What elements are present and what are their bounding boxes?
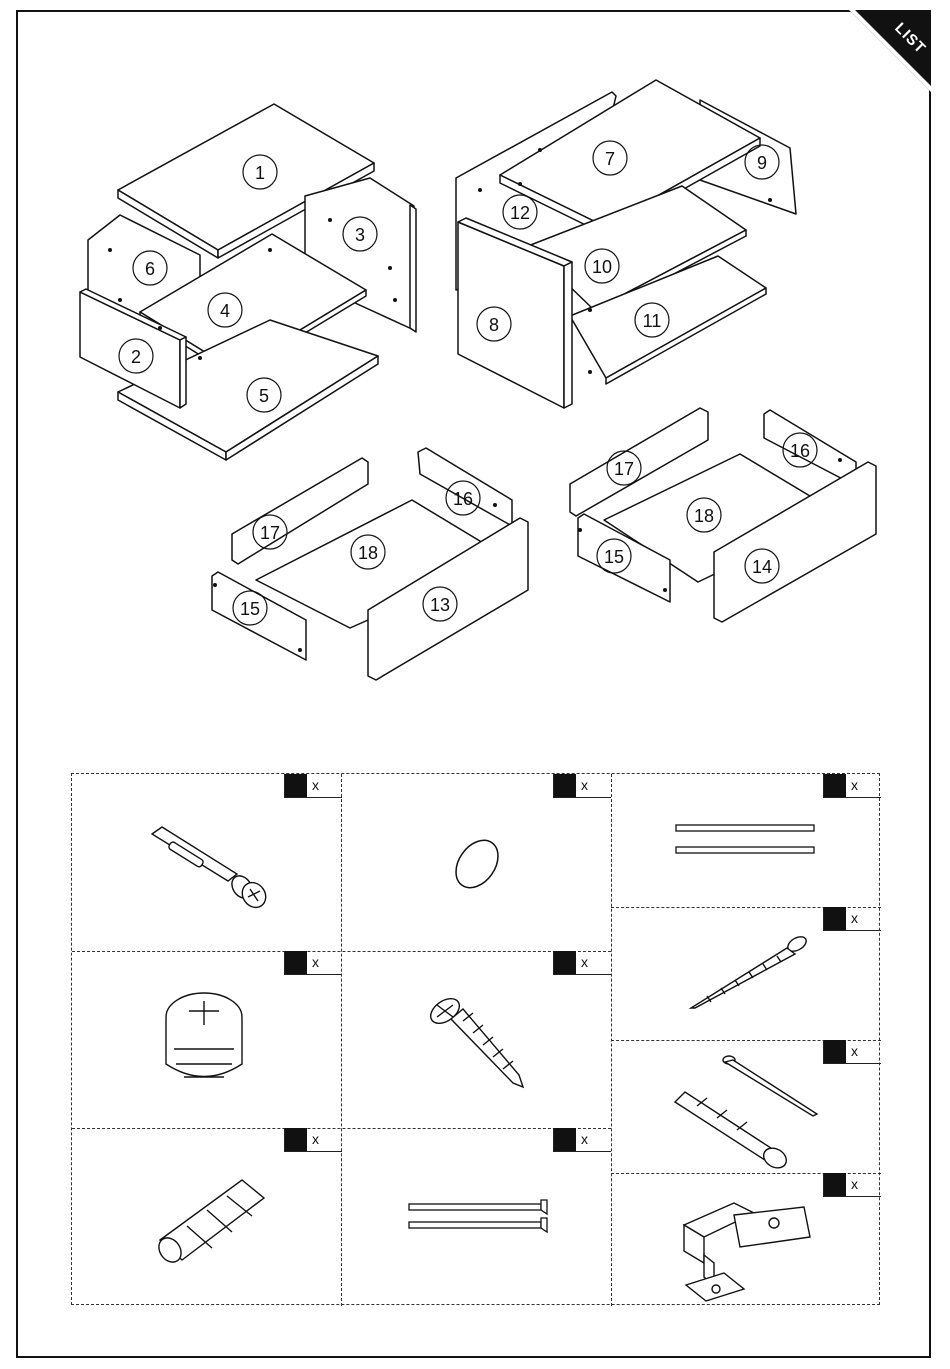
quantity-badge: x <box>823 907 881 931</box>
quantity-badge: x <box>823 774 881 798</box>
label-drawer-b-18: 18 <box>694 506 714 526</box>
label-panel-9: 9 <box>757 153 767 173</box>
label-drawer-a-18: 18 <box>358 543 378 563</box>
hardware-cell-washer-ring: x <box>342 774 611 951</box>
label-panel-11: 11 <box>643 311 662 331</box>
screw-icon <box>687 932 817 1017</box>
label-panel-10: 10 <box>592 257 612 277</box>
wall-plug-icon <box>667 1052 827 1170</box>
quantity-badge: x <box>284 774 342 798</box>
hardware-cell-cam-bolt: x <box>72 774 342 951</box>
dowel-icon <box>152 1168 272 1268</box>
label-drawer-a-15: 15 <box>240 599 260 619</box>
label-panel-6: 6 <box>145 259 155 279</box>
label-panel-4: 4 <box>220 301 230 321</box>
assembly-drawings: 1 2 3 4 5 6 7 8 9 10 11 12 13 14 15 16 1… <box>0 0 950 760</box>
label-panel-7: 7 <box>605 149 615 169</box>
hardware-cell-wood-dowel: x <box>72 1128 342 1306</box>
label-panel-12: 12 <box>510 203 530 223</box>
quantity-badge: x <box>823 1173 881 1197</box>
quantity-badge: x <box>284 1128 342 1152</box>
quantity-badge: x <box>284 951 342 975</box>
hardware-cell-short-screw: x <box>342 951 611 1128</box>
ring-icon <box>437 829 517 899</box>
label-panel-3: 3 <box>355 225 365 245</box>
runner-icon <box>674 819 819 861</box>
label-drawer-a-17: 17 <box>260 523 280 543</box>
label-panel-2: 2 <box>131 347 141 367</box>
hardware-cell-drawer-runner-short: x <box>342 1128 611 1306</box>
cam-lock-icon <box>154 989 254 1099</box>
label-panel-8: 8 <box>489 315 499 335</box>
quantity-badge: x <box>553 1128 611 1152</box>
label-drawer-b-15: 15 <box>604 547 624 567</box>
hardware-list: x x x <box>71 773 880 1305</box>
cam-bolt-icon <box>142 819 272 909</box>
hardware-cell-wall-plug-screw: x <box>612 1040 881 1173</box>
screw-icon <box>427 991 537 1101</box>
hardware-cell-drawer-runner-long: x <box>612 774 881 907</box>
label-drawer-b-14: 14 <box>752 557 772 577</box>
label-drawer-a-16: 16 <box>453 489 473 509</box>
hardware-cell-long-screw: x <box>612 907 881 1040</box>
bracket-icon <box>674 1185 824 1303</box>
hardware-cell-cam-lock: x <box>72 951 342 1128</box>
label-panel-1: 1 <box>255 163 265 183</box>
quantity-badge: x <box>823 1040 881 1064</box>
label-panel-5: 5 <box>259 386 269 406</box>
label-drawer-b-16: 16 <box>790 441 810 461</box>
hardware-cell-wall-bracket: x <box>612 1173 881 1306</box>
quantity-badge: x <box>553 774 611 798</box>
label-drawer-a-13: 13 <box>430 595 450 615</box>
runner-icon <box>407 1198 552 1238</box>
label-drawer-b-17: 17 <box>614 459 634 479</box>
quantity-badge: x <box>553 951 611 975</box>
